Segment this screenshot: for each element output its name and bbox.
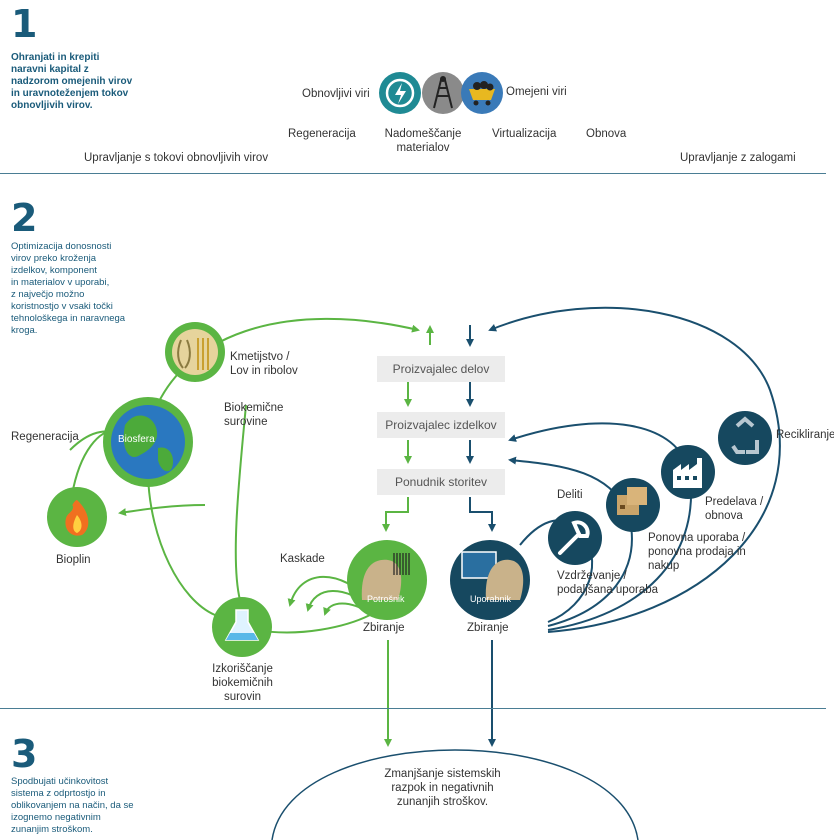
objective-2-line: koristnostjo v vsaki točki <box>11 301 113 312</box>
refurbish-label-line: obnova <box>705 510 743 522</box>
section-number-2: 2 <box>11 196 38 240</box>
extraction-label-line: surovin <box>223 691 262 703</box>
maintain-label-line: podaljšana uporaba <box>557 584 659 596</box>
cascades-label: Kaskade <box>280 553 325 565</box>
biochemical-label: Biokemične surovine <box>224 401 283 429</box>
user-label: Uporabnik <box>470 594 512 604</box>
biochemical-label-line: Biokemične <box>224 402 284 414</box>
outcome-label-line: Zmanjšanje sistemskih <box>384 768 501 780</box>
consumer-label: Potrošnik <box>367 594 405 604</box>
circle-recycle <box>718 411 772 465</box>
strategy-substitution-line: Nadomeščanje <box>384 128 462 140</box>
objective-2-line: kroga. <box>11 325 38 336</box>
circle-biogas <box>47 487 107 547</box>
consumer-collection-label: Zbiranje <box>363 622 405 634</box>
outcome-label-line: zunanjih stroškov. <box>396 796 489 808</box>
objective-3-line: sistema z odprtostjo in <box>11 788 106 799</box>
objective-2-line: in materialov v uporabi, <box>11 277 110 288</box>
extraction-label-line: biokemičnih <box>212 677 273 689</box>
strategy-virtualization: Virtualizacija <box>492 128 557 140</box>
right-management-label: Upravljanje z zalogami <box>680 152 796 164</box>
circle-refurbish <box>661 445 715 499</box>
objective-3-line: oblikovanjem na način, da se <box>11 800 134 811</box>
objective-1-line: nadzorom omejenih virov <box>11 76 133 87</box>
circle-maintain <box>548 511 602 565</box>
objective-3-line: zunanjim stroškom. <box>11 824 93 835</box>
maintain-label: Vzdrževanje / podaljšana uporaba <box>557 569 658 597</box>
maintain-label-line: Vzdrževanje / <box>557 570 627 582</box>
reuse-label-line: ponovna prodaja in <box>648 546 746 558</box>
limited-label: Omejeni viri <box>506 86 567 98</box>
share-label: Deliti <box>557 489 583 501</box>
objective-1-line: in uravnoteženjem tokov <box>11 88 129 99</box>
left-management-label: Upravljanje s tokovi obnovljivih virov <box>84 152 269 164</box>
biochemical-label-line: surovine <box>224 416 268 428</box>
circle-biosphere <box>103 397 193 487</box>
user-collection-label: Zbiranje <box>467 622 509 634</box>
objective-2: Optimizacija donosnosti virov preko krož… <box>11 241 161 337</box>
strategy-substitution: Nadomeščanje materialov <box>378 127 468 155</box>
objective-2-line: izdelkov, komponent <box>11 265 97 276</box>
strategy-regeneration: Regeneracija <box>288 128 356 140</box>
section-number-3: 3 <box>11 732 38 776</box>
reuse-label: Ponovna uporaba / ponovna prodaja in nak… <box>648 531 746 573</box>
circle-consumer <box>347 540 427 620</box>
divider-1 <box>0 173 826 174</box>
farming-label: Kmetijstvo / Lov in ribolov <box>230 350 298 378</box>
reuse-label-line: Ponovna uporaba / <box>648 532 746 544</box>
recycle-label: Recikliranje <box>776 429 834 441</box>
circle-user <box>450 540 530 620</box>
renewable-label: Obnovljivi viri <box>302 88 370 100</box>
biogas-label: Bioplin <box>56 554 91 566</box>
divider-2 <box>0 708 826 709</box>
extraction-label: Izkoriščanje biokemičnih surovin <box>195 662 290 704</box>
mine-cart-icon <box>461 72 503 114</box>
reuse-label-line: nakup <box>648 560 680 572</box>
objective-1-line: obnovljivih virov. <box>11 100 93 111</box>
outcome-label: Zmanjšanje sistemskih razpok in negativn… <box>370 767 515 809</box>
renewable-icon <box>379 72 421 114</box>
outcome-arc <box>271 749 639 840</box>
objective-3: Spodbujati učinkovitost sistema z odprto… <box>11 776 171 836</box>
objective-1: Ohranjati in krepiti naravni kapital z n… <box>11 52 161 112</box>
box-parts-manufacturer: Proizvajalec delov <box>377 356 505 382</box>
extraction-label-line: Izkoriščanje <box>212 663 273 675</box>
refurbish-label: Predelava / obnova <box>705 495 763 523</box>
circle-extraction <box>212 597 272 657</box>
refurbish-label-line: Predelava / <box>705 496 764 508</box>
objective-3-line: izognemo negativnim <box>11 812 101 823</box>
objective-2-line: tehnološkega in naravnega <box>11 313 126 324</box>
box-product-manufacturer: Proizvajalec izdelkov <box>377 412 505 438</box>
mine-tower-icon <box>422 72 464 114</box>
biosphere-label: Biosfera <box>118 434 155 445</box>
circle-reuse <box>606 478 660 532</box>
farming-label-line: Kmetijstvo / <box>230 351 290 363</box>
objective-3-line: Spodbujati učinkovitost <box>11 776 109 787</box>
outcome-label-line: razpok in negativnih <box>391 782 494 794</box>
farming-label-line: Lov in ribolov <box>230 365 298 377</box>
box-service-provider: Ponudnik storitev <box>377 469 505 495</box>
objective-2-line: z največjo možno <box>11 289 85 300</box>
objective-1-line: naravni kapital z <box>11 64 89 75</box>
objective-2-line: Optimizacija donosnosti <box>11 241 112 252</box>
strategy-substitution-line: materialov <box>396 142 450 154</box>
strategy-restoration: Obnova <box>586 128 627 140</box>
section-number-1: 1 <box>11 2 38 46</box>
objective-2-line: virov preko kroženja <box>11 253 97 264</box>
regeneration-label: Regeneracija <box>11 431 79 443</box>
objective-1-line: Ohranjati in krepiti <box>11 52 100 63</box>
circle-farming <box>165 322 225 382</box>
